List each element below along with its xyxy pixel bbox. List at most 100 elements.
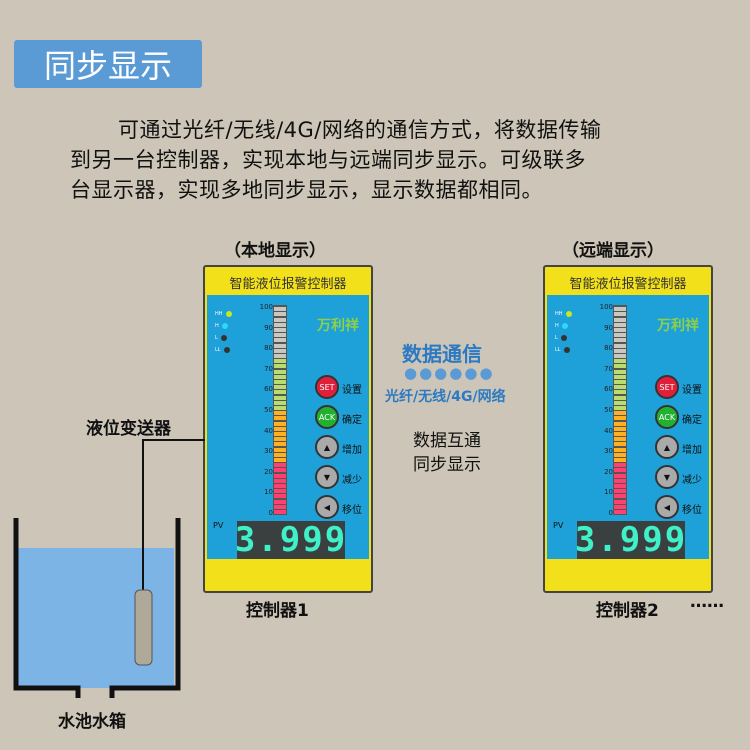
bar-segment <box>274 406 286 410</box>
button-3[interactable]: ▼ <box>315 465 339 489</box>
button-0[interactable]: SET <box>655 375 679 399</box>
bar-segment <box>614 510 626 514</box>
bar-segment <box>614 369 626 374</box>
button-label: 设置 <box>342 385 362 396</box>
button-0[interactable]: SET <box>315 375 339 399</box>
tank-label: 水池水箱 <box>58 712 126 732</box>
bar-segment <box>614 322 626 327</box>
bar-segment <box>274 374 286 379</box>
alarm-led: LL <box>555 347 570 353</box>
bar-segment <box>274 390 286 395</box>
bar-segment <box>614 452 626 457</box>
led-label: H <box>555 323 559 329</box>
alarm-led: L <box>215 335 227 341</box>
comm-line1: 数据互通 <box>413 431 481 451</box>
button-label: 移位 <box>342 505 362 516</box>
bar-segment <box>614 484 626 488</box>
button-label: 确定 <box>342 415 362 426</box>
bar-segment <box>614 395 626 400</box>
bar-segment <box>614 426 626 431</box>
bar-segment <box>274 380 286 384</box>
pv-label: PV <box>553 521 564 530</box>
led-light-icon <box>560 335 567 341</box>
alarm-led: LL <box>215 347 230 353</box>
button-label: 增加 <box>682 445 702 456</box>
scale-tick: 20 <box>604 467 613 476</box>
bar-segment <box>274 432 286 436</box>
led-light-icon <box>223 347 230 353</box>
scale-tick: 70 <box>264 364 273 373</box>
bar-segment <box>274 473 286 478</box>
bar-segment <box>274 463 286 468</box>
bar-segment <box>274 499 286 504</box>
button-2[interactable]: ▲ <box>315 435 339 459</box>
bar-segment <box>614 348 626 353</box>
bar-segment <box>614 307 626 312</box>
bar-segment <box>614 468 626 473</box>
bar-segment <box>274 333 286 338</box>
scale-tick: 40 <box>264 426 273 435</box>
scale-tick: 20 <box>264 467 273 476</box>
bar-segment <box>614 380 626 384</box>
scale-tick: 0 <box>268 509 273 517</box>
bar-segment <box>274 452 286 457</box>
button-4[interactable]: ◀ <box>315 495 339 519</box>
scale-tick: 70 <box>604 364 613 373</box>
tank-walls <box>13 518 181 698</box>
bar-segment <box>614 338 626 343</box>
bar-segment <box>274 411 286 416</box>
button-label: 设置 <box>682 385 702 396</box>
button-1[interactable]: ACK <box>655 405 679 429</box>
bar-segment <box>614 374 626 379</box>
bar-segment <box>614 359 626 364</box>
button-3[interactable]: ▼ <box>655 465 679 489</box>
button-2[interactable]: ▲ <box>655 435 679 459</box>
bar-segment <box>274 317 286 322</box>
level-bar <box>273 305 287 515</box>
scale-tick: 100 <box>599 303 613 311</box>
bar-segment <box>614 442 626 447</box>
bar-segment <box>614 478 626 483</box>
bar-segment <box>274 395 286 400</box>
bar-segment <box>274 458 286 462</box>
bar-segment <box>274 494 286 499</box>
value-display: 3.999 <box>574 520 688 560</box>
bar-segment <box>614 447 626 452</box>
scale-tick: 0 <box>608 509 613 517</box>
scale-tick: 90 <box>604 323 613 332</box>
button-label: 减少 <box>342 475 362 486</box>
controller-2-label: 控制器2 <box>596 601 659 621</box>
bar-segment <box>614 499 626 504</box>
led-label: HH <box>555 311 563 317</box>
bar-segment <box>614 312 626 317</box>
description-line: 可通过光纤/无线/4G/网络的通信方式，将数据传输 <box>118 118 602 142</box>
bar-segment <box>274 478 286 483</box>
section-title: 同步显示 <box>14 40 202 88</box>
bar-segment <box>274 338 286 343</box>
button-1[interactable]: ACK <box>315 405 339 429</box>
bar-segment <box>274 504 286 509</box>
bar-segment <box>274 369 286 374</box>
led-light-icon <box>563 347 570 353</box>
bar-segment <box>614 473 626 478</box>
button-4[interactable]: ◀ <box>655 495 679 519</box>
alarm-led: L <box>555 335 567 341</box>
button-label: 移位 <box>682 505 702 516</box>
scale-tick: 40 <box>604 426 613 435</box>
local-caption: （本地显示） <box>224 241 326 261</box>
alarm-led: HH <box>555 311 572 317</box>
brand-logo: 万利祥 <box>317 318 359 334</box>
bar-segment <box>274 359 286 364</box>
bar-segment <box>614 463 626 468</box>
scale-tick: 60 <box>604 385 613 394</box>
bar-segment <box>274 322 286 327</box>
led-label: LL <box>215 347 221 353</box>
scale-tick: 80 <box>604 344 613 353</box>
bar-segment <box>274 348 286 353</box>
led-light-icon <box>225 311 232 317</box>
led-label: L <box>555 335 558 341</box>
bar-segment <box>274 426 286 431</box>
comm-line2: 同步显示 <box>413 455 481 475</box>
